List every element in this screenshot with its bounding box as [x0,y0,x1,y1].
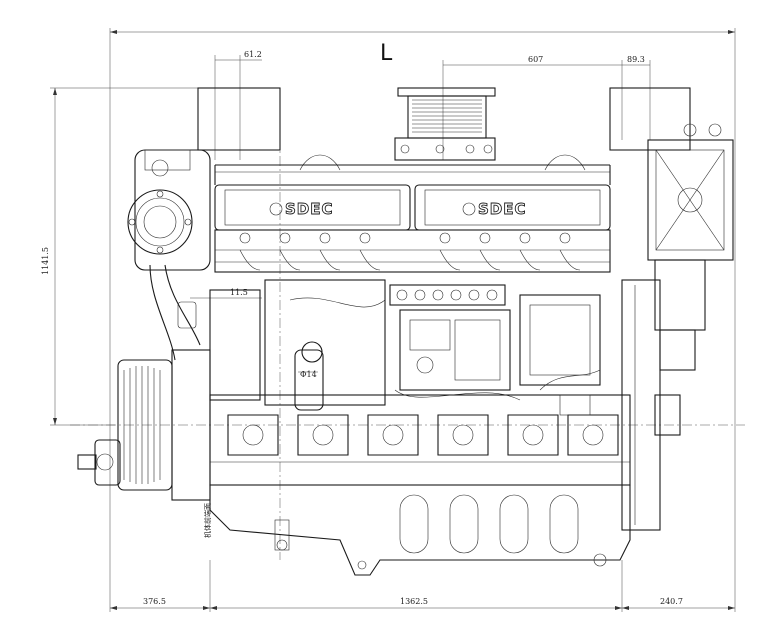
front-cooler-housing [127,149,211,271]
engine-body: SDEC SDEC [77,87,734,576]
side-note: 机体前端面 [203,503,212,538]
dim-240-7: 240.7 [660,597,683,606]
crankcase-block [209,394,631,486]
oil-pan [209,484,631,576]
overall-length-label: L [380,41,393,66]
sdec-logo-left: SDEC [285,200,334,218]
front-pulley-damper [77,349,211,501]
flywheel-housing [621,279,661,531]
top-intake [394,87,496,161]
dim-89-3: 89.3 [627,55,645,64]
dim-376-5: 376.5 [143,597,166,606]
dimension-lines: L 61.2 607 89.3 1141.5 11.5 Φ14 [41,28,745,612]
dim-phi-14: Φ14 [300,370,317,379]
dim-1362-5: 1362.5 [400,597,428,606]
oil-filter [294,349,324,411]
cylinder-ports [227,414,619,456]
dim-607: 607 [528,55,543,64]
logo-emblem-left [269,202,283,216]
logo-emblem-right [462,202,476,216]
front-face-note: 机体前端面 [203,503,212,538]
rear-heat-exchanger [647,123,734,371]
dim-61-2: 61.2 [244,50,262,59]
dim-11-5: 11.5 [230,288,248,297]
air-filter-left [197,87,281,151]
dim-height: 1141.5 [41,247,50,275]
head-bolts [239,232,571,244]
sdec-logo-right: SDEC [478,200,527,218]
fuel-injection-pump [389,284,511,391]
